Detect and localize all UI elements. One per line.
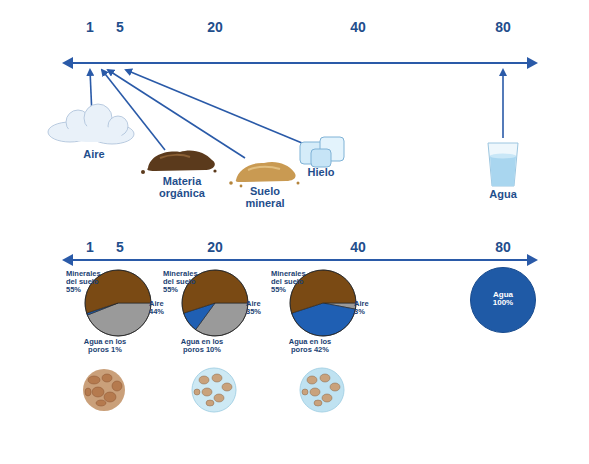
soil-sample-dry xyxy=(83,369,125,411)
minerals-label: Minerales del suelo 55% xyxy=(163,270,207,294)
water-circle: Agua 100% xyxy=(470,267,536,333)
water-glass-icon xyxy=(488,143,518,186)
pebble xyxy=(212,374,222,382)
scale-number: 1 xyxy=(75,240,105,255)
pebble xyxy=(194,389,200,395)
soil-pile xyxy=(236,162,296,182)
pebble xyxy=(320,374,330,382)
pebble xyxy=(314,400,322,406)
pore-water-label: Agua en los poros 1% xyxy=(81,338,129,354)
soil-sample-wet xyxy=(300,368,344,412)
cloud-part xyxy=(62,126,122,142)
leader-arrow xyxy=(126,70,302,143)
pie-chart: Minerales del suelo 55% Aire 44% Agua en l… xyxy=(63,262,178,372)
glass xyxy=(488,143,518,186)
glass-water xyxy=(490,156,516,186)
axis-arrow-head xyxy=(527,57,538,69)
axis-arrow-head xyxy=(62,254,73,266)
soil-crumb xyxy=(240,185,243,188)
soil-crumb xyxy=(297,182,300,185)
material-label: Agua xyxy=(473,189,533,201)
pebble xyxy=(202,388,212,396)
scale-axis xyxy=(66,62,534,64)
scale-number: 80 xyxy=(483,240,523,255)
pore-water-label: Agua en los poros 42% xyxy=(286,338,334,354)
scale-number: 20 xyxy=(195,240,235,255)
organic-matter-icon xyxy=(141,150,217,174)
pebble xyxy=(222,383,232,391)
pebbles xyxy=(85,374,122,406)
air-label: Aire 3% xyxy=(354,300,380,316)
soil-crumb xyxy=(213,169,216,172)
pie-chart: Minerales del suelo 55% Aire 3% Agua en lo… xyxy=(268,262,383,372)
leader-arrow xyxy=(502,70,504,138)
pebble xyxy=(88,376,100,384)
material-label: Suelo mineral xyxy=(237,186,293,209)
pie-chart: Minerales del suelo 55% Aire 35% Agua en l… xyxy=(160,262,275,372)
scale-number: 5 xyxy=(105,240,135,255)
minerals-label: Minerales del suelo 55% xyxy=(66,270,110,294)
pore-water-label: Agua en los poros 10% xyxy=(178,338,226,354)
ice-icon xyxy=(300,137,344,167)
pebble xyxy=(96,400,106,406)
material-label: Aire xyxy=(64,149,124,161)
ice-cube xyxy=(311,149,331,167)
soil-crumb xyxy=(141,170,145,174)
sample-dish xyxy=(83,369,125,411)
pebble xyxy=(214,394,224,402)
air-label: Aire 35% xyxy=(246,300,272,316)
material-label: Materia orgánica xyxy=(149,176,215,199)
sample-dish xyxy=(192,368,236,412)
material-label: Hielo xyxy=(291,167,351,179)
pebble xyxy=(307,376,317,384)
scale-number: 40 xyxy=(338,20,378,35)
scale-number: 1 xyxy=(75,20,105,35)
sample-dish xyxy=(300,368,344,412)
soil-sample-moist xyxy=(192,368,236,412)
pebbles xyxy=(302,374,340,406)
mineral-soil-icon xyxy=(229,162,299,187)
water-label: Agua 100% xyxy=(483,291,523,308)
water-disc xyxy=(471,268,536,333)
scale-number: 20 xyxy=(195,20,235,35)
pebble xyxy=(330,383,340,391)
axis-arrow-head xyxy=(527,254,538,266)
pebble xyxy=(85,388,91,396)
pebble xyxy=(102,374,112,382)
water-surface xyxy=(490,154,516,159)
axis-arrow-head xyxy=(62,57,73,69)
minerals-label: Minerales del suelo 55% xyxy=(271,270,315,294)
pebble xyxy=(322,394,332,402)
pebble xyxy=(199,376,209,384)
scale-number: 80 xyxy=(483,20,523,35)
pebble xyxy=(310,388,320,396)
pebble xyxy=(302,389,308,395)
pebbles xyxy=(194,374,232,406)
pebble xyxy=(104,392,116,402)
scale-axis xyxy=(66,259,534,261)
air-label: Aire 44% xyxy=(149,300,175,316)
pebble xyxy=(92,387,104,397)
scale-number: 5 xyxy=(105,20,135,35)
cloud-icon xyxy=(48,104,134,144)
soil-pile xyxy=(147,150,215,171)
soil-crumb xyxy=(229,181,233,185)
soil-highlight xyxy=(160,155,190,158)
pebble xyxy=(112,381,122,391)
leader-arrow xyxy=(108,70,245,158)
pebble xyxy=(206,400,214,406)
scale-number: 40 xyxy=(338,240,378,255)
soil-highlight xyxy=(248,167,280,170)
